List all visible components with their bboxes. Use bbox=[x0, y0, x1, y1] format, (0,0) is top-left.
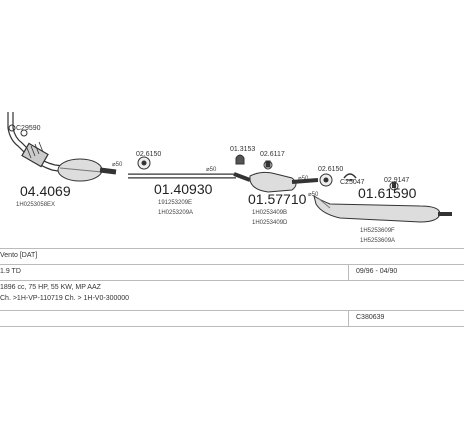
reference-cell: C380639 bbox=[356, 314, 385, 321]
middle-silencer-part bbox=[233, 171, 319, 193]
rear-hanger-icon bbox=[389, 181, 399, 191]
part-code-label: 01.61590 bbox=[358, 185, 417, 201]
table-divider bbox=[0, 264, 464, 265]
rubber-hanger-icon bbox=[235, 154, 273, 170]
diameter-label: ⌀50 bbox=[206, 167, 217, 173]
part-code-label: C29590 bbox=[16, 125, 41, 132]
chassis-cell: Ch. >1H-VP-110719 Ch. > 1H-V0-300000 bbox=[0, 295, 130, 302]
table-row: 1.9 TD 09/96 - 04/90 bbox=[0, 264, 464, 280]
part-oem-label: 191253209E bbox=[158, 200, 192, 206]
table-row: C380639 bbox=[0, 310, 464, 326]
part-oem-label: 1H0253209A bbox=[158, 210, 193, 216]
rear-gasket-icon bbox=[319, 173, 333, 187]
diameter-label: ⌀50 bbox=[112, 162, 123, 168]
part-code-label: 01.3153 bbox=[230, 146, 255, 153]
part-oem-label: 1H5253609A bbox=[360, 238, 395, 244]
part-oem-label: 1H0253058EX bbox=[16, 202, 55, 208]
part-code-label: 02.6117 bbox=[260, 151, 285, 158]
part-oem-label: 1H5253609F bbox=[360, 228, 395, 234]
part-code-label: 01.57710 bbox=[248, 191, 307, 207]
table-row: Vento [DAT] bbox=[0, 248, 464, 264]
catalytic-converter-part bbox=[57, 158, 117, 182]
front-pipe-part bbox=[7, 112, 65, 173]
exhaust-diagram: C29590 04.4069 1H0253058EX 02.6150 ⌀50 0… bbox=[7, 112, 452, 244]
engine-cell: 1.9 TD bbox=[0, 268, 21, 275]
diameter-label: ⌀50 bbox=[308, 192, 319, 198]
part-code-label: 01.40930 bbox=[154, 181, 213, 197]
table-divider bbox=[0, 248, 464, 249]
years-cell: 09/96 - 04/90 bbox=[356, 268, 398, 275]
gasket-icon bbox=[137, 156, 151, 170]
model-cell: Vento [DAT] bbox=[0, 252, 38, 259]
rear-clamp-icon bbox=[343, 173, 357, 181]
table-column-divider bbox=[348, 310, 349, 326]
clamp-icon bbox=[8, 124, 28, 137]
part-code-label: C25047 bbox=[340, 179, 365, 186]
rear-silencer-part bbox=[313, 194, 452, 223]
diameter-label: ⌀50 bbox=[298, 176, 309, 182]
table-row: 1896 cc, 75 HP, 55 KW, MP AAZ bbox=[0, 280, 464, 296]
part-oem-label: 1H0253409B bbox=[252, 210, 287, 216]
table-divider bbox=[0, 280, 464, 281]
table-row: Ch. >1H-VP-110719 Ch. > 1H-V0-300000 bbox=[0, 291, 464, 307]
part-code-label: 02.6150 bbox=[318, 166, 343, 173]
table-divider bbox=[0, 326, 464, 327]
part-oem-label: 1H0253409D bbox=[252, 220, 288, 226]
spec-cell: 1896 cc, 75 HP, 55 KW, MP AAZ bbox=[0, 284, 101, 291]
part-code-label: 02.6150 bbox=[136, 151, 161, 158]
table-column-divider bbox=[348, 264, 349, 280]
table-divider bbox=[0, 310, 464, 311]
part-code-label: 02.9147 bbox=[384, 177, 409, 184]
part-code-label: 04.4069 bbox=[20, 183, 71, 199]
